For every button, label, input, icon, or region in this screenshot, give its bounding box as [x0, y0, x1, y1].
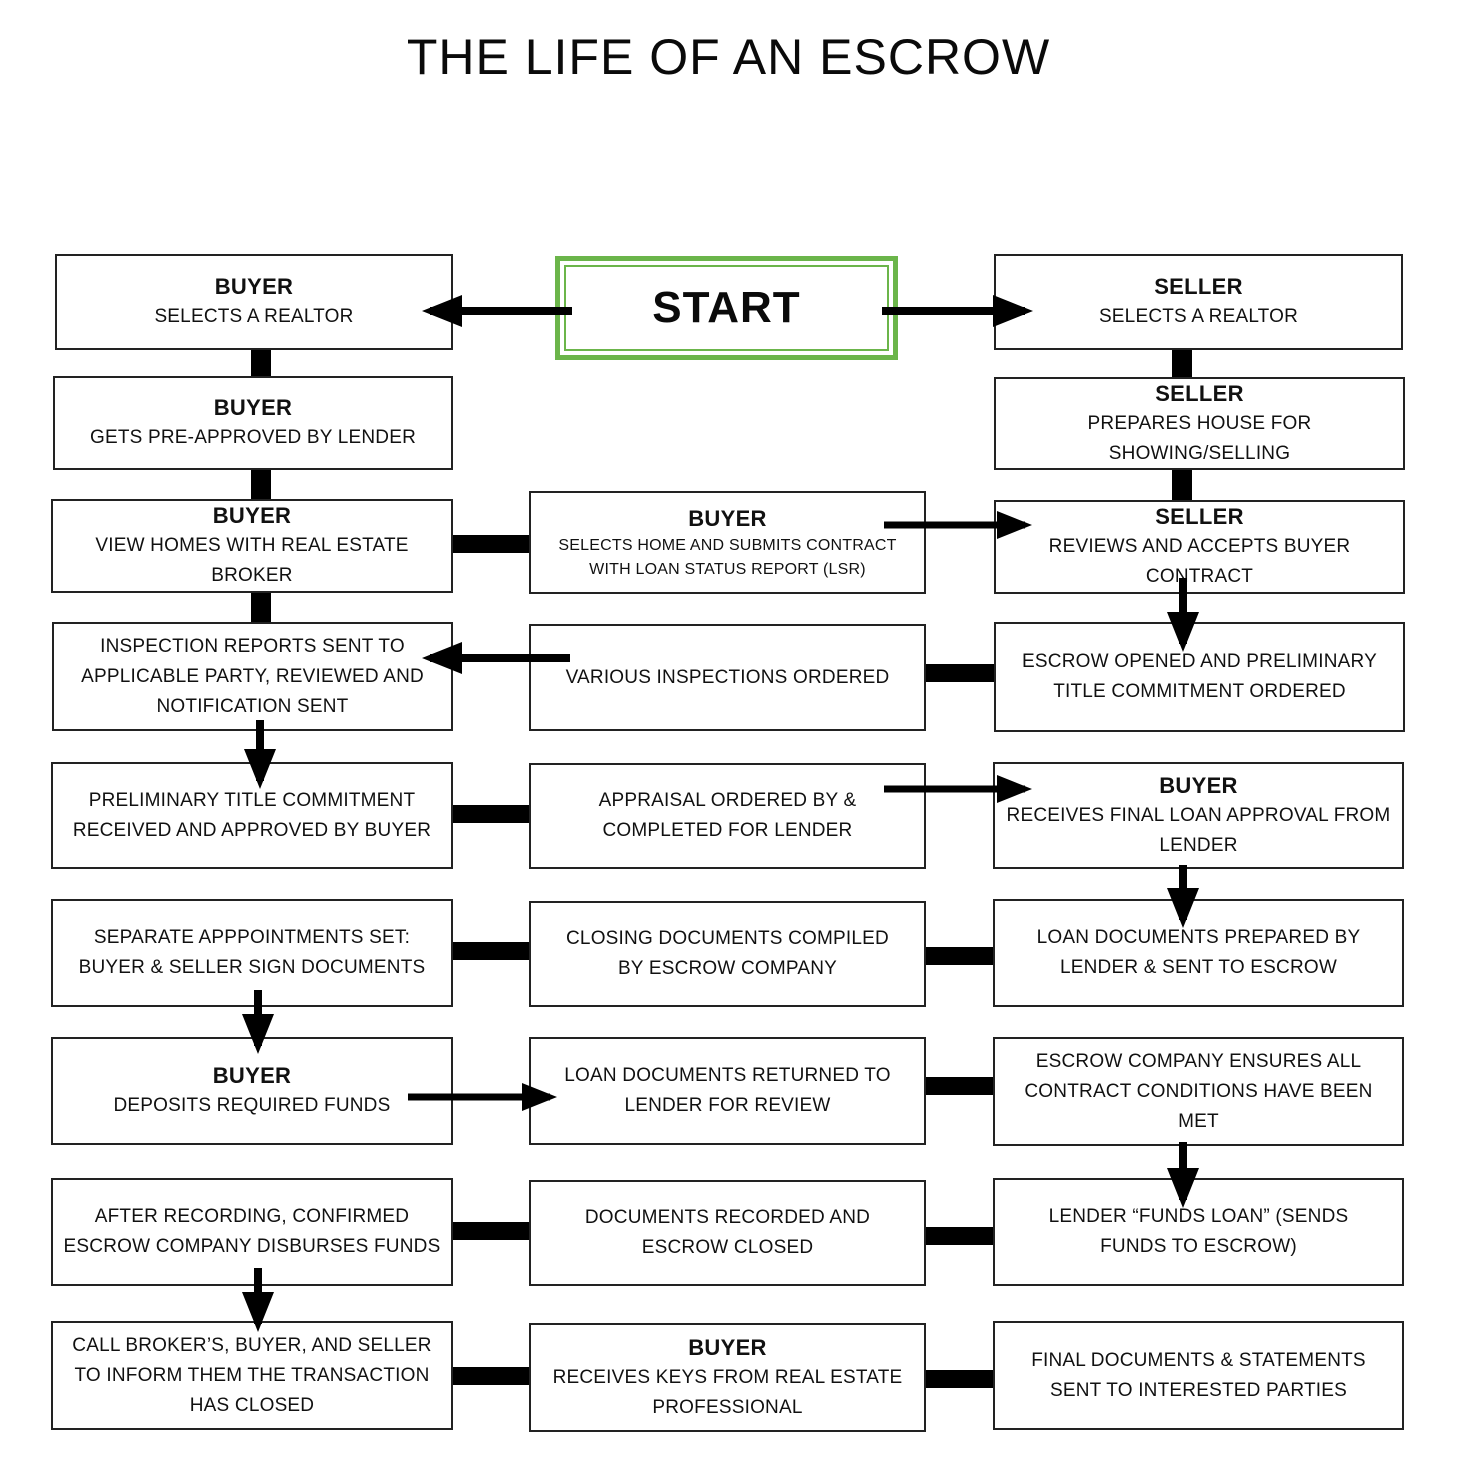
documents-recorded-box: DOCUMENTS RECORDED AND ESCROW CLOSED	[529, 1180, 926, 1286]
appraisal-box: APPRAISAL ORDERED BY & COMPLETED FOR LEN…	[529, 763, 926, 869]
role-label: BUYER	[212, 1063, 292, 1088]
step-text-line: WITH LOAN STATUS REPORT (LSR)	[589, 560, 866, 578]
step-text: DEPOSITS REQUIRED FUNDS	[113, 1095, 391, 1116]
connector-bar	[926, 947, 993, 965]
escrow-ensures-box: ESCROW COMPANY ENSURES ALL CONTRACT COND…	[993, 1037, 1404, 1146]
buyer-selects-realtor-box: BUYER SELECTS A REALTOR	[55, 254, 453, 350]
step-text-line: CLOSING DOCUMENTS COMPILED	[566, 928, 889, 949]
step-text-line: NOTIFICATION SENT	[156, 695, 349, 717]
step-text: PREPARES HOUSE FOR SHOWING/SELLING	[1087, 412, 1312, 464]
connector-bar	[453, 805, 529, 823]
step-text-line: INSPECTION REPORTS SENT TO	[100, 635, 405, 657]
step-text-line: FUNDS TO ESCROW)	[1100, 1236, 1297, 1257]
connector-bar	[453, 1367, 529, 1385]
step-text-line: BUYER & SELLER SIGN DOCUMENTS	[78, 957, 426, 978]
connector-bar	[453, 1222, 529, 1240]
step-text-line: LOAN DOCUMENTS RETURNED TO	[564, 1065, 891, 1086]
seller-prepares-box: SELLER PREPARES HOUSE FOR SHOWING/SELLIN…	[994, 377, 1405, 470]
buyer-selects-home-box: BUYER SELECTS HOME AND SUBMITS CONTRACT …	[529, 491, 926, 594]
buyer-preapproved-box: BUYER GETS PRE-APPROVED BY LENDER	[53, 376, 453, 470]
connector-bar	[926, 664, 994, 682]
separate-appointments-box: SEPARATE APPPOINTMENTS SET: BUYER & SELL…	[51, 899, 453, 1007]
inspection-reports-box: INSPECTION REPORTS SENT TO APPLICABLE PA…	[52, 622, 453, 731]
step-text-line: ESCROW OPENED AND PRELIMINARY	[1022, 651, 1377, 672]
step-text-line: LENDER “FUNDS LOAN” (SENDS	[1048, 1206, 1349, 1227]
role-label: BUYER	[688, 1334, 767, 1360]
seller-selects-realtor-box: SELLER SELECTS A REALTOR	[994, 254, 1403, 350]
connector-bar	[1172, 350, 1192, 377]
seller-reviews-box: SELLER REVIEWS AND ACCEPTS BUYER CONTRAC…	[994, 500, 1405, 594]
start-node: START	[555, 256, 898, 360]
step-text-line: APPLICABLE PARTY, REVIEWED AND	[81, 665, 424, 687]
step-text-line: LOAN DOCUMENTS PREPARED BY	[1036, 927, 1361, 948]
step-text-line: CONTRACT CONDITIONS HAVE BEEN	[1024, 1080, 1373, 1102]
step-text-line: SELECTS HOME AND SUBMITS CONTRACT	[558, 536, 897, 554]
role-label: BUYER	[213, 395, 293, 420]
role-label: BUYER	[1159, 772, 1238, 798]
step-text-line: SEPARATE APPPOINTMENTS SET:	[93, 927, 411, 948]
step-text: VIEW HOMES WITH REAL ESTATE BROKER	[95, 535, 409, 586]
role-label: SELLER	[1155, 504, 1244, 529]
role-label: SELLER	[1154, 274, 1243, 299]
step-text-line: APPRAISAL ORDERED BY &	[598, 790, 857, 811]
buyer-receives-keys-box: BUYER RECEIVES KEYS FROM REAL ESTATE PRO…	[529, 1323, 926, 1432]
step-text: VARIOUS INSPECTIONS ORDERED	[565, 666, 890, 688]
connector-bar	[926, 1227, 993, 1245]
step-text-line: RECEIVES FINAL LOAN APPROVAL FROM	[1006, 804, 1391, 826]
step-text-line: ESCROW COMPANY ENSURES ALL	[1035, 1050, 1362, 1072]
step-text-line: DOCUMENTS RECORDED AND	[584, 1207, 871, 1228]
step-text-line: PRELIMINARY TITLE COMMITMENT	[88, 789, 416, 811]
step-text-line: LENDER FOR REVIEW	[624, 1095, 831, 1116]
final-loan-approval-box: BUYER RECEIVES FINAL LOAN APPROVAL FROM …	[993, 762, 1404, 869]
step-text-line: AFTER RECORDING, CONFIRMED	[94, 1206, 410, 1227]
buyer-view-homes-box: BUYER VIEW HOMES WITH REAL ESTATE BROKER	[51, 499, 453, 593]
role-label: BUYER	[214, 274, 294, 299]
final-documents-box: FINAL DOCUMENTS & STATEMENTS SENT TO INT…	[993, 1321, 1404, 1430]
loan-documents-returned-box: LOAN DOCUMENTS RETURNED TO LENDER FOR RE…	[529, 1037, 926, 1145]
connector-bar	[453, 942, 529, 960]
connector-bar	[1172, 470, 1192, 500]
step-text-line: MET	[1178, 1110, 1219, 1132]
step-text: SELECTS A REALTOR	[1098, 306, 1299, 327]
connector-bar	[251, 593, 271, 622]
step-text-line: HAS CLOSED	[189, 1394, 315, 1416]
step-text-line: ESCROW CLOSED	[641, 1237, 814, 1258]
buyer-deposits-box: BUYER DEPOSITS REQUIRED FUNDS	[51, 1037, 453, 1145]
step-text-line: PROFESSIONAL	[652, 1396, 803, 1418]
role-label: SELLER	[1155, 380, 1244, 406]
step-text-line: SENT TO INTERESTED PARTIES	[1050, 1379, 1347, 1401]
step-text-line: COMPLETED FOR LENDER	[602, 820, 853, 841]
step-text-line: LENDER	[1159, 834, 1238, 856]
diagram-title: THE LIFE OF AN ESCROW	[406, 29, 1051, 85]
step-text-line: TITLE COMMITMENT ORDERED	[1053, 681, 1346, 702]
step-text: GETS PRE-APPROVED BY LENDER	[89, 427, 417, 448]
step-text-line: ESCROW COMPANY DISBURSES FUNDS	[63, 1236, 441, 1257]
step-text-line: LENDER & SENT TO ESCROW	[1060, 957, 1337, 978]
various-inspections-box: VARIOUS INSPECTIONS ORDERED	[529, 624, 926, 731]
connector-bar	[251, 470, 271, 499]
step-text: REVIEWS AND ACCEPTS BUYER CONTRACT	[1048, 536, 1351, 587]
connector-bar	[926, 1370, 993, 1388]
connector-bar	[926, 1077, 993, 1095]
closing-documents-box: CLOSING DOCUMENTS COMPILED BY ESCROW COM…	[529, 901, 926, 1007]
step-text-line: CALL BROKER’S, BUYER, AND SELLER	[72, 1334, 432, 1356]
connector-bar	[453, 535, 529, 553]
step-text: SELECTS A REALTOR	[154, 306, 354, 327]
connector-bar	[251, 350, 271, 376]
step-text-line: TO INFORM THEM THE TRANSACTION	[74, 1364, 430, 1386]
after-recording-box: AFTER RECORDING, CONFIRMED ESCROW COMPAN…	[51, 1178, 453, 1286]
step-text-line: RECEIVED AND APPROVED BY BUYER	[72, 819, 432, 841]
preliminary-title-box: PRELIMINARY TITLE COMMITMENT RECEIVED AN…	[51, 762, 453, 869]
step-text-line: BY ESCROW COMPANY	[617, 958, 838, 979]
escrow-opened-box: ESCROW OPENED AND PRELIMINARY TITLE COMM…	[994, 622, 1405, 732]
step-text-line: RECEIVES KEYS FROM REAL ESTATE	[552, 1366, 903, 1388]
step-text-line: FINAL DOCUMENTS & STATEMENTS	[1031, 1349, 1366, 1371]
role-label: BUYER	[688, 505, 767, 531]
role-label: BUYER	[212, 503, 292, 528]
